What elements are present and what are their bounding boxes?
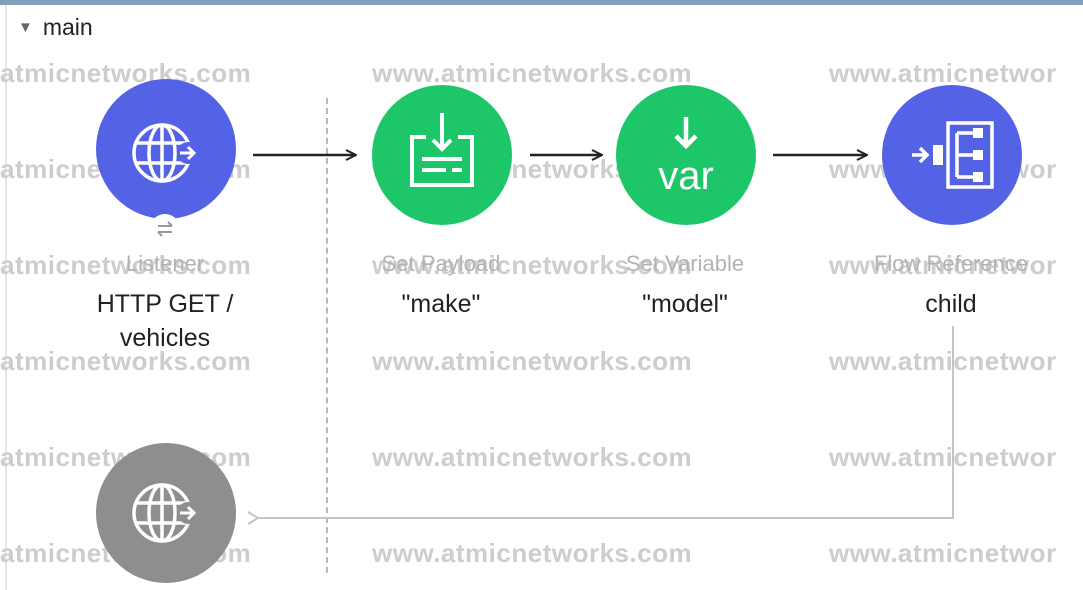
flow-reference-icon — [912, 121, 994, 189]
set-variable-type-label: Set Variable — [625, 251, 745, 276]
triangle-down-icon[interactable]: ▼ — [18, 19, 33, 36]
listener-value-line: HTTP GET / — [96, 290, 234, 318]
flow-reference-type-label: Flow Reference — [873, 251, 1029, 276]
top-border — [0, 0, 1083, 5]
watermark-text: www.atmicnetwor — [829, 346, 1057, 376]
flow-reference-value-label: child — [925, 287, 976, 321]
return-path-line — [247, 326, 954, 525]
response-node[interactable] — [96, 443, 236, 583]
watermark-text: www.atmicnetworks.com — [372, 538, 693, 568]
set-payload-node[interactable] — [372, 85, 512, 225]
flow-reference-node[interactable] — [882, 85, 1022, 225]
http-listener-globe-icon — [132, 123, 199, 183]
set-payload-value-label: "make" — [402, 287, 481, 321]
set-payload-value-line: "make" — [401, 290, 481, 318]
watermark-text: www.atmicnetworks.com — [372, 250, 693, 280]
set-variable-icon: var — [658, 117, 714, 198]
flow-header[interactable]: ▼ main — [18, 14, 93, 41]
watermark-text: www.atmicnetwor — [829, 538, 1057, 568]
listener-node[interactable] — [96, 79, 236, 219]
set-variable-value-line: "model" — [642, 290, 728, 318]
set-variable-node-circle — [616, 85, 756, 225]
flow-reference-value-line: child — [925, 290, 977, 318]
flow-reference-node-circle — [882, 85, 1022, 225]
set-variable-icon-text: var — [658, 154, 714, 198]
listener-value-line: vehicles — [119, 324, 211, 352]
http-response-globe-icon — [132, 483, 199, 543]
watermark-text: www.atmicnetworks.com — [372, 58, 693, 88]
set-payload-icon — [410, 113, 474, 187]
left-border — [5, 5, 7, 590]
listener-type-label: Listener — [125, 251, 205, 276]
listener-node-circle — [96, 79, 236, 219]
watermark-text: www.atmicnetwor — [829, 442, 1057, 472]
watermark-text: www.atmicnetwor — [829, 250, 1057, 280]
set-variable-node[interactable]: var — [616, 85, 756, 225]
watermark-text: atmicnetworks.com — [0, 58, 252, 88]
source-divider — [326, 98, 328, 573]
watermark-text: www.atmicnetworks.com — [372, 442, 693, 472]
set-payload-type-label: Set Payload — [381, 251, 501, 276]
exchange-arrows-icon — [157, 221, 173, 237]
flow-name: main — [42, 14, 93, 40]
set-variable-value-label: "model" — [642, 287, 728, 321]
response-node-circle — [96, 443, 236, 583]
watermark-text: www.atmicnetwor — [829, 58, 1057, 88]
watermark-text: www.atmicnetworks.com — [372, 346, 693, 376]
set-payload-node-circle — [372, 85, 512, 225]
listener-streaming-badge — [150, 214, 180, 244]
listener-value-label: HTTP GET / vehicles — [97, 287, 234, 355]
watermark-text: atmicnetworks.com — [0, 250, 252, 280]
watermark-text: atmicnetworks.com — [0, 346, 252, 376]
